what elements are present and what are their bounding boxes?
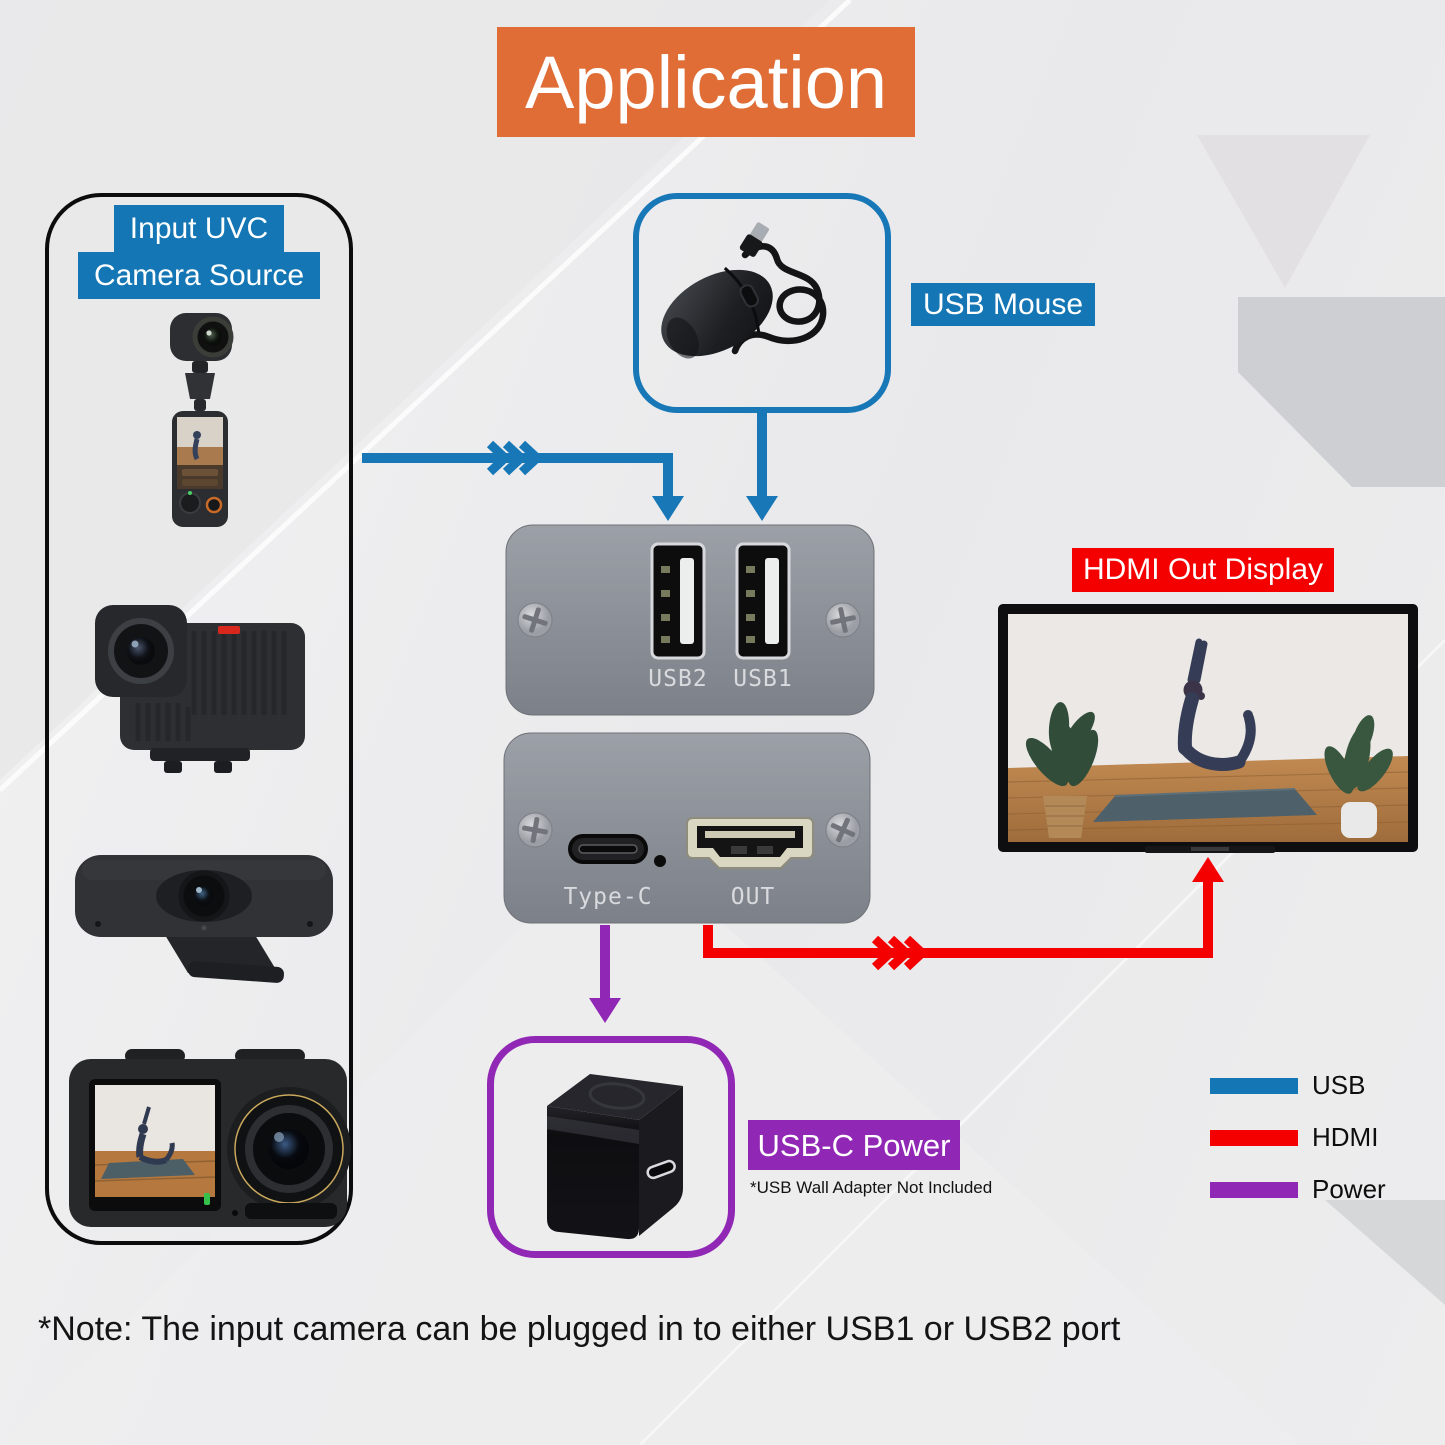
usb-mouse-container	[633, 193, 891, 413]
usb-mouse-label: USB Mouse	[911, 283, 1095, 326]
usb2-port-label: USB2	[648, 666, 708, 692]
yoga-person-silhouette	[1177, 638, 1256, 771]
legend: USB HDMI Power	[1210, 1070, 1386, 1205]
power-arrowhead	[589, 998, 621, 1023]
usb1-port-icon	[735, 542, 791, 660]
camera-source-label-line2: Camera Source	[77, 252, 321, 299]
legend-row-hdmi: HDMI	[1210, 1122, 1386, 1153]
legend-hdmi-label: HDMI	[1312, 1122, 1379, 1152]
legend-power-label: Power	[1312, 1174, 1386, 1204]
page-title: Application	[497, 27, 915, 137]
screw-icon	[517, 602, 553, 638]
device-usb-panel	[505, 524, 875, 716]
screw-icon	[517, 812, 553, 848]
usbc-wall-adapter-image	[547, 1074, 683, 1240]
hdmi-arrow	[703, 880, 1213, 971]
hdmi-out-display-label: HDMI Out Display	[1072, 548, 1334, 592]
power-color-swatch	[1210, 1181, 1298, 1198]
usbc-power-container	[487, 1036, 735, 1258]
hdmi-arrowhead	[1192, 857, 1224, 882]
usbc-power-note: *USB Wall Adapter Not Included	[750, 1178, 993, 1197]
action-camera-with-screen-image	[69, 1049, 351, 1227]
camera-source-label-line1: Input UVC	[113, 205, 285, 252]
legend-usb-label: USB	[1312, 1070, 1366, 1100]
camera-source-container	[45, 193, 353, 1245]
wired-usb-mouse-image	[661, 222, 827, 359]
hdmi-color-swatch	[1210, 1129, 1298, 1146]
footnote: *Note: The input camera can be plugged i…	[38, 1310, 1121, 1348]
usb-webcam-image	[75, 855, 333, 983]
pocket-gimbal-camera-image	[170, 313, 234, 527]
legend-row-power: Power	[1210, 1174, 1386, 1205]
usb2-port-icon	[650, 542, 706, 660]
type-c-port-icon	[568, 834, 648, 864]
camera-source-label: Input UVC Camera Source	[45, 205, 353, 299]
box-action-camera-image	[95, 605, 305, 773]
usb1-port-label: USB1	[733, 666, 793, 692]
screw-icon	[825, 602, 861, 638]
hdmi-port-icon	[686, 817, 814, 869]
usb-mouse-arrowhead	[746, 496, 778, 521]
out-port-label: OUT	[730, 884, 776, 910]
usb-camera-arrow	[362, 440, 673, 498]
usb-camera-arrowhead	[652, 496, 684, 521]
device-io-panel	[503, 732, 871, 924]
usb-color-swatch	[1210, 1077, 1298, 1094]
type-c-port-label: Type-C	[563, 884, 653, 910]
screw-icon	[825, 812, 861, 848]
legend-row-usb: USB	[1210, 1070, 1386, 1101]
led-hole-icon	[654, 855, 666, 867]
tv-showing-yoga-image	[998, 604, 1418, 853]
usbc-power-label: USB-C Power	[748, 1120, 960, 1170]
